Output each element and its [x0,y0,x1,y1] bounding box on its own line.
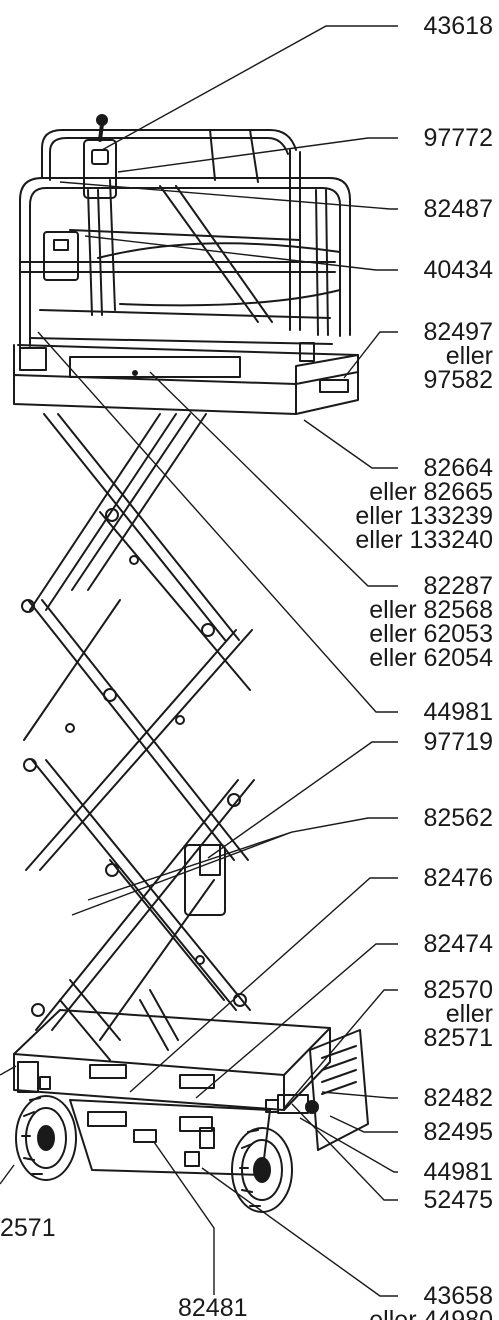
callout-82481: 82481 [178,1296,248,1320]
callout-43618-line-1: 43618 [423,12,493,40]
callout-82476: 82476 [423,864,493,892]
callout-82497-line-1: 82497 [423,318,493,346]
callout-82664-line-2: eller 82665 [369,478,493,506]
callout-43658: 43658 eller 44980 [369,1284,493,1320]
callout-82487: 82487 [423,195,493,223]
callout-82664-line-4: eller 133240 [355,526,493,554]
callout-43658-line-2: eller 44980 [369,1306,493,1320]
callout-97772-line-1: 97772 [423,124,493,152]
callout-82570: 82570 eller 82571 [423,976,493,1052]
callout-82570-line-3: 82571 [423,1024,493,1052]
control-box [43,114,117,281]
callout-82482-line-1: 82482 [423,1084,493,1112]
callout-44981-lower: 44981 [423,1158,493,1186]
callout-44981-upper: 44981 [423,698,493,726]
callout-43658-line-1: 43658 [423,1282,493,1310]
front-wheel [15,1095,77,1181]
callout-82664-line-1: 82664 [423,454,493,482]
callout-40434: 40434 [423,256,493,284]
callout-52475-line-1: 52475 [423,1186,493,1214]
callout-82497-line-2: eller [445,342,493,370]
callout-82481-line-1: 82481 [178,1294,248,1320]
leader-lines [0,25,398,1297]
callout-82287: 82287 eller 82568 eller 62053 eller 6205… [369,572,493,672]
chassis [13,1009,369,1176]
callout-97719: 97719 [423,728,493,756]
callout-82570-line-2: eller [445,1000,493,1028]
callout-82495: 82495 [423,1118,493,1146]
callout-2571: 2571 [0,1214,56,1242]
callout-2571-line-1: 2571 [0,1214,56,1242]
callout-82664-line-3: eller 133239 [355,502,493,530]
callout-82474-line-1: 82474 [423,930,493,958]
callout-82497: 82497 eller 97582 [423,318,493,394]
callout-82562: 82562 [423,804,493,832]
callout-43618: 43618 [423,12,493,40]
scissor-arms [21,413,255,1061]
callout-82487-line-1: 82487 [423,195,493,223]
callout-44981-lower-line-1: 44981 [423,1158,493,1186]
callout-82495-line-1: 82495 [423,1118,493,1146]
callout-82476-line-1: 82476 [423,864,493,892]
callout-40434-line-1: 40434 [423,256,493,284]
callout-97719-line-1: 97719 [423,728,493,756]
callout-44981-upper-line-1: 44981 [423,698,493,726]
callout-82287-line-2: eller 82568 [369,596,493,624]
callout-82287-line-1: 82287 [423,572,493,600]
rear-wheel [231,1127,293,1213]
callout-82497-line-3: 97582 [423,366,493,394]
callout-82474: 82474 [423,930,493,958]
callout-52475: 52475 [423,1186,493,1214]
guard-rails [19,129,351,349]
callout-82287-line-4: eller 62054 [369,644,493,672]
callout-82482: 82482 [423,1084,493,1112]
callout-97772: 97772 [423,124,493,152]
callout-82570-line-1: 82570 [423,976,493,1004]
callout-82664: 82664 eller 82665 eller 133239 eller 133… [355,454,493,554]
callout-82562-line-1: 82562 [423,804,493,832]
callout-82287-line-3: eller 62053 [369,620,493,648]
